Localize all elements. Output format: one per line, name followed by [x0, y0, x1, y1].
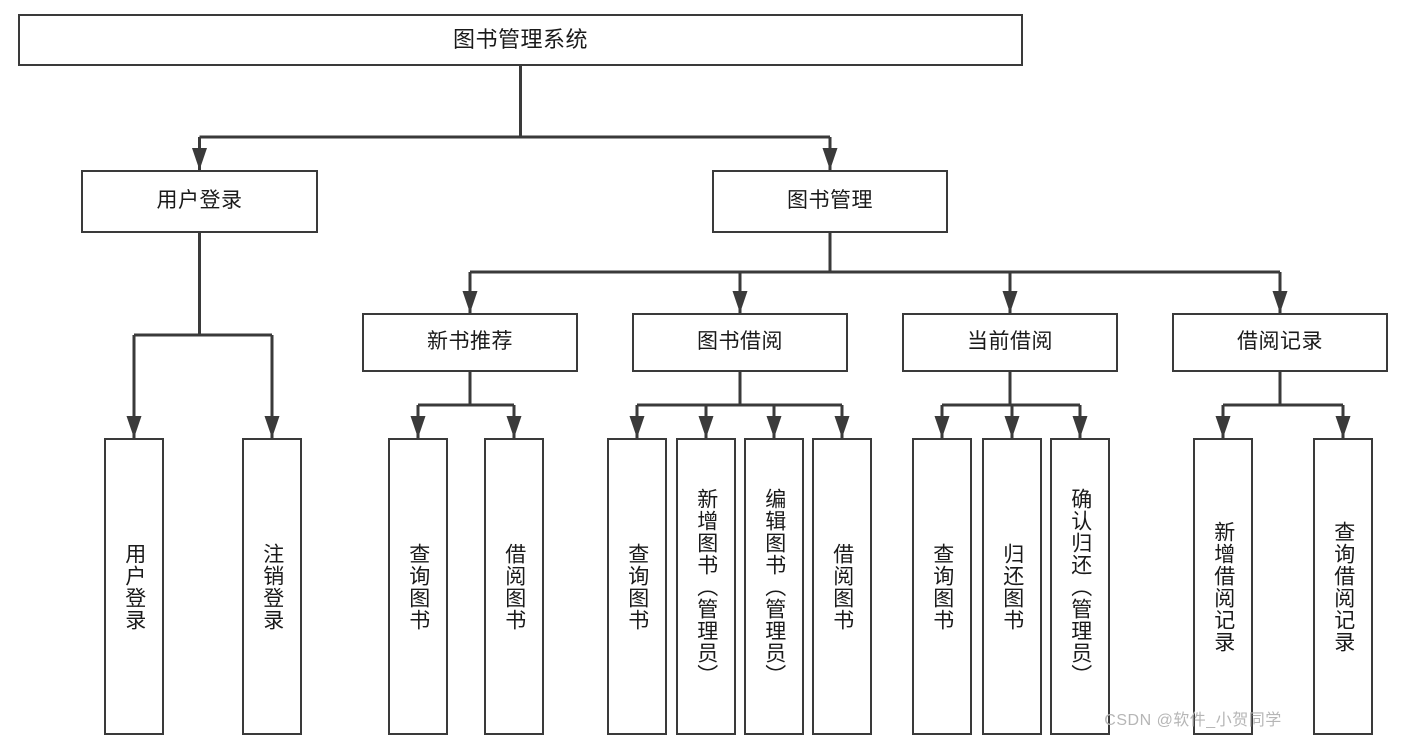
arrow-head-leaf-query-record: [1335, 416, 1351, 438]
node-label: 确认归还（管理员）: [1068, 487, 1092, 686]
node-leaf-add-record[interactable]: 新增借阅记录: [1193, 438, 1253, 735]
arrow-head-leaf-borrow-book-1: [506, 416, 522, 438]
arrow-head-new-book-rec: [462, 291, 478, 313]
node-label: 图书借阅: [697, 330, 783, 354]
node-label: 查询图书: [625, 542, 649, 631]
node-borrow-record[interactable]: 借阅记录: [1172, 313, 1388, 372]
node-label: 当前借阅: [967, 330, 1053, 354]
node-label: 编辑图书（管理员）: [762, 487, 786, 686]
node-label: 新增图书（管理员）: [694, 487, 718, 686]
node-leaf-confirm-return[interactable]: 确认归还（管理员）: [1050, 438, 1110, 735]
arrow-head-borrow-record: [1272, 291, 1288, 313]
arrow-head-book-manage: [822, 148, 838, 170]
arrow-head-leaf-query-book-1: [410, 416, 426, 438]
node-label: 归还图书: [1000, 542, 1024, 631]
node-new-book-rec[interactable]: 新书推荐: [362, 313, 578, 372]
node-label: 查询借阅记录: [1331, 520, 1355, 653]
arrow-head-book-borrow: [732, 291, 748, 313]
arrow-head-leaf-query-book-2: [629, 416, 645, 438]
arrow-head-leaf-query-book-3: [934, 416, 950, 438]
node-label: 查询图书: [930, 542, 954, 631]
arrow-head-leaf-confirm-return: [1072, 416, 1088, 438]
arrow-head-user-login: [192, 148, 207, 170]
node-label: 查询图书: [406, 542, 430, 631]
node-leaf-query-record[interactable]: 查询借阅记录: [1313, 438, 1373, 735]
node-label: 注销登录: [260, 542, 284, 631]
arrow-head-leaf-return-book: [1004, 416, 1020, 438]
node-label: 用户登录: [122, 542, 146, 631]
arrow-head-current-borrow: [1002, 291, 1018, 313]
node-label: 借阅图书: [830, 542, 854, 631]
node-leaf-query-book-3[interactable]: 查询图书: [912, 438, 972, 735]
arrow-head-leaf-user-logout: [264, 416, 280, 438]
node-leaf-user-login[interactable]: 用户登录: [104, 438, 164, 735]
node-current-borrow[interactable]: 当前借阅: [902, 313, 1118, 372]
node-user-login[interactable]: 用户登录: [81, 170, 318, 233]
node-label: 借阅图书: [502, 542, 526, 631]
node-root[interactable]: 图书管理系统: [18, 14, 1023, 66]
node-label: 图书管理系统: [452, 27, 588, 53]
node-leaf-edit-book[interactable]: 编辑图书（管理员）: [744, 438, 804, 735]
node-label: 借阅记录: [1237, 330, 1323, 354]
node-label: 图书管理: [787, 189, 873, 213]
arrow-head-leaf-borrow-book-2: [834, 416, 850, 438]
arrow-head-leaf-add-record: [1215, 416, 1231, 438]
node-book-borrow[interactable]: 图书借阅: [632, 313, 848, 372]
node-leaf-return-book[interactable]: 归还图书: [982, 438, 1042, 735]
node-label: 用户登录: [156, 189, 243, 213]
arrow-head-leaf-user-login: [126, 416, 142, 438]
node-leaf-add-book[interactable]: 新增图书（管理员）: [676, 438, 736, 735]
arrow-head-leaf-add-book: [698, 416, 714, 438]
node-leaf-query-book-2[interactable]: 查询图书: [607, 438, 667, 735]
node-label: 新书推荐: [427, 330, 513, 354]
watermark-label: CSDN @软件_小贺同学: [1104, 712, 1282, 729]
node-leaf-borrow-book-1[interactable]: 借阅图书: [484, 438, 544, 735]
node-leaf-query-book-1[interactable]: 查询图书: [388, 438, 448, 735]
arrow-head-leaf-edit-book: [766, 416, 782, 438]
node-book-manage[interactable]: 图书管理: [712, 170, 948, 233]
node-leaf-user-logout[interactable]: 注销登录: [242, 438, 302, 735]
node-label: 新增借阅记录: [1211, 520, 1235, 653]
node-leaf-borrow-book-2[interactable]: 借阅图书: [812, 438, 872, 735]
